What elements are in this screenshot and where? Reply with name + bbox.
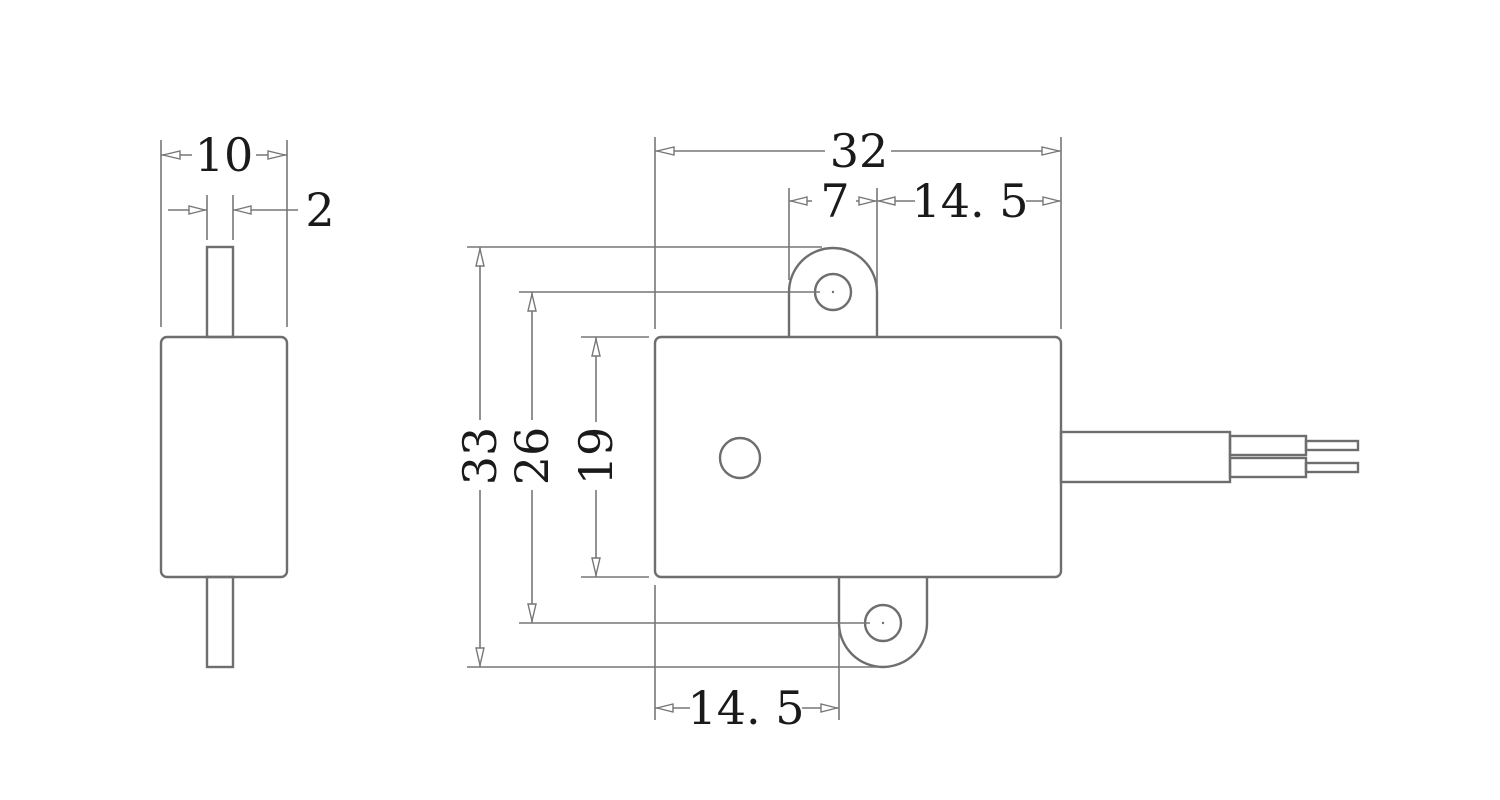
dim-body-height-label: 19 — [569, 427, 623, 486]
front-dimensions: 32 7 14. 5 14. 5 33 26 — [453, 124, 1062, 735]
dim-top-tab-offset-arrow-right — [1042, 196, 1060, 206]
side-view-bottom-pin — [205, 575, 235, 669]
dim-top-tab-offset-arrow-left — [878, 196, 896, 206]
side-view-top-pin — [205, 245, 235, 339]
body-hole — [718, 436, 762, 480]
dim-bottom-tab-offset-label: 14. 5 — [687, 681, 804, 735]
wire-upper-insulation — [1228, 434, 1308, 457]
bottom-hole-center-mark — [881, 621, 885, 625]
bottom-mounting-tab — [837, 577, 929, 669]
side-view-body — [159, 335, 289, 579]
dim-overall-height-arrow-bottom — [475, 647, 485, 666]
dim-top-tab-width-arrow-right — [858, 196, 876, 206]
dim-bottom-tab-offset-arrow-left — [656, 703, 674, 713]
dim-overall-height-arrow-top — [475, 248, 485, 267]
dim-hole-spacing-arrow-bottom — [527, 603, 537, 622]
dim-side-width-arrow-right — [267, 150, 286, 160]
wire-upper-conductor — [1304, 439, 1360, 452]
dim-body-height-arrow-top — [591, 338, 601, 357]
dim-side-pin-label: 2 — [305, 183, 334, 237]
dim-body-height-arrow-bottom — [591, 557, 601, 576]
dim-overall-width-label: 32 — [830, 124, 889, 178]
dim-hole-spacing-label: 26 — [505, 427, 559, 486]
dim-top-tab-width-arrow-left — [790, 196, 808, 206]
dim-overall-height-label: 33 — [453, 427, 507, 486]
front-view-body — [653, 335, 1063, 579]
top-hole-center-mark — [831, 290, 835, 294]
front-view — [653, 246, 1360, 669]
dim-side-width-arrow-left — [162, 150, 181, 160]
wire-lower-conductor — [1304, 461, 1360, 474]
dim-side-pin-arrow-right — [234, 205, 252, 215]
dim-hole-spacing-arrow-top — [527, 293, 537, 312]
cable-sheath — [1059, 430, 1232, 484]
wire-lower-insulation — [1228, 456, 1308, 479]
top-mounting-tab — [787, 246, 879, 337]
dim-bottom-tab-offset-arrow-right — [820, 703, 838, 713]
side-view: 10 2 — [159, 128, 335, 669]
dim-overall-width-arrow-right — [1041, 146, 1060, 156]
dim-overall-width-arrow-left — [656, 146, 675, 156]
dim-side-width-label: 10 — [195, 128, 254, 182]
dim-top-tab-offset-label: 14. 5 — [911, 174, 1028, 228]
dim-side-pin-arrow-left — [188, 205, 206, 215]
dim-top-tab-width-label: 7 — [820, 174, 849, 228]
